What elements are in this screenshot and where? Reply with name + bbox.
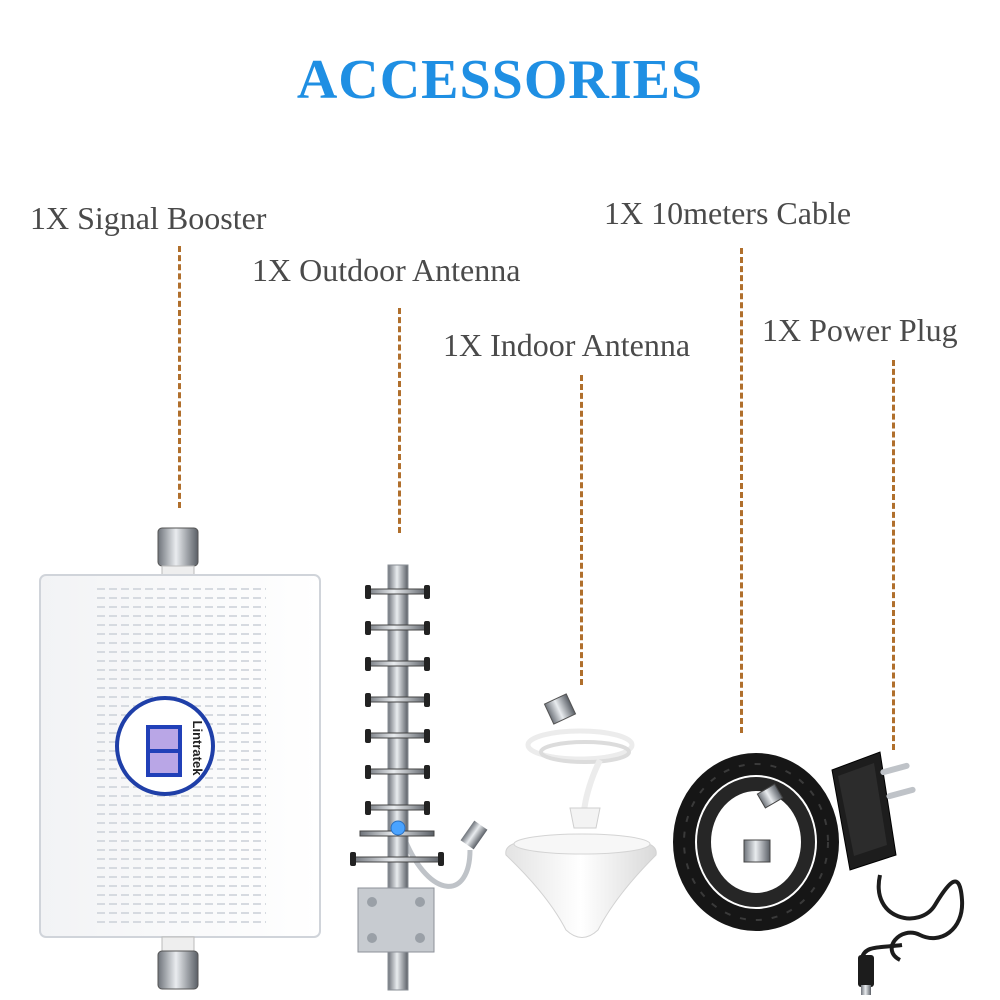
page-title: ACCESSORIES bbox=[296, 49, 704, 111]
label-indoor-antenna: 1X Indoor Antenna bbox=[443, 327, 691, 363]
leader-line-signal-booster bbox=[178, 246, 181, 508]
brand-logo-text: Lintratek bbox=[190, 721, 205, 777]
leader-line-outdoor-antenna bbox=[398, 308, 401, 533]
indoor-antenna-icon bbox=[505, 693, 657, 938]
cable-coil-icon bbox=[673, 753, 839, 931]
label-cable: 1X 10meters Cable bbox=[604, 195, 852, 231]
label-outdoor-antenna: 1X Outdoor Antenna bbox=[252, 252, 521, 288]
label-signal-booster: 1X Signal Booster bbox=[30, 200, 267, 236]
outdoor-antenna-icon bbox=[350, 564, 488, 991]
leader-line-power-plug bbox=[892, 360, 895, 750]
leader-line-cable bbox=[740, 248, 743, 733]
label-power-plug: 1X Power Plug bbox=[762, 312, 958, 348]
leader-line-indoor-antenna bbox=[580, 375, 583, 685]
signal-booster-icon: Lintratek bbox=[39, 527, 321, 990]
power-plug-icon bbox=[831, 751, 965, 995]
